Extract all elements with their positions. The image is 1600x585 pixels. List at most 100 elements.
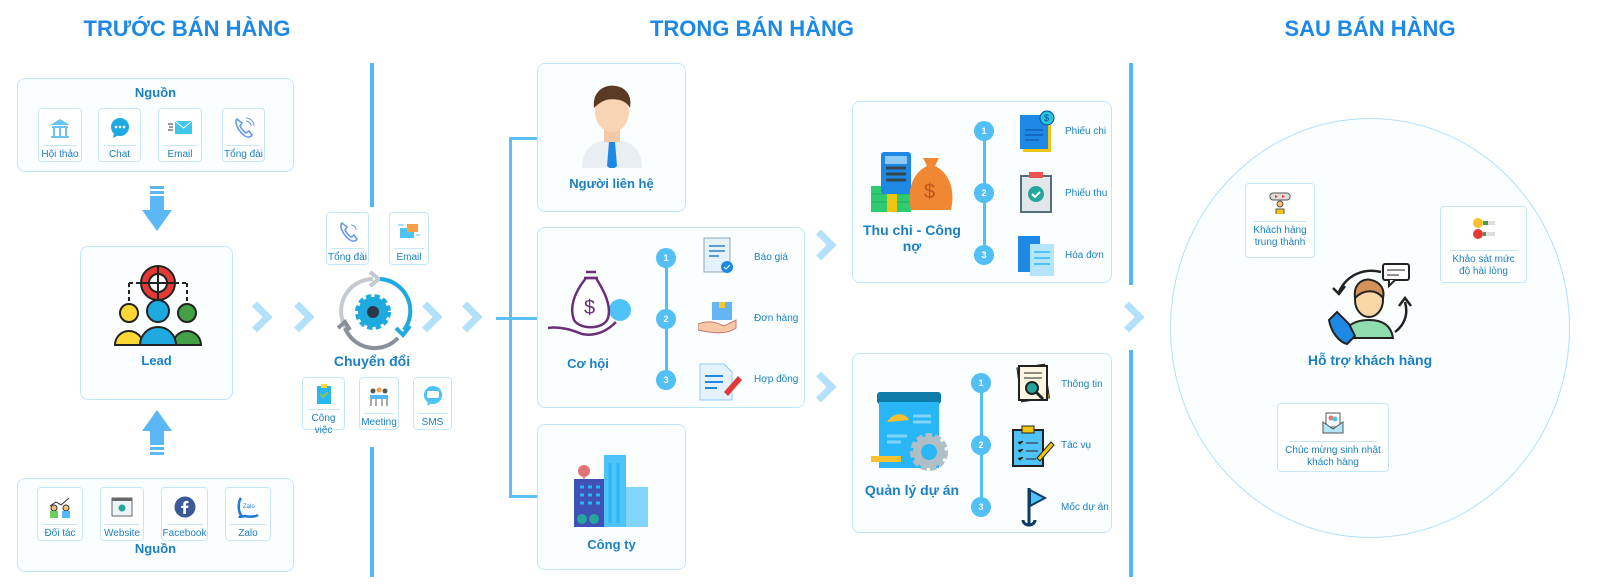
source-email[interactable]: Email bbox=[158, 108, 202, 162]
chevron-right-icon bbox=[451, 301, 483, 333]
lead-box[interactable]: Lead bbox=[80, 246, 233, 400]
chevron-right-icon bbox=[411, 301, 443, 333]
chevron-right-icon bbox=[1113, 301, 1145, 333]
source-partner[interactable]: Đối tác bbox=[37, 487, 83, 541]
arrow-up-icon bbox=[142, 410, 172, 455]
sms-icon bbox=[422, 383, 444, 409]
finance-label: Thu chi - Công nợ bbox=[863, 222, 961, 254]
email-icon bbox=[167, 114, 193, 141]
zalo-icon: Zalo bbox=[237, 493, 259, 520]
birthday-envelope-icon bbox=[1321, 409, 1345, 437]
loyal-customer-card[interactable]: Khách hàng trung thành bbox=[1245, 183, 1315, 258]
connector bbox=[509, 317, 537, 320]
svg-text:$: $ bbox=[1044, 113, 1049, 123]
target-audience-icon bbox=[114, 265, 202, 346]
chevron-right-icon bbox=[283, 301, 315, 333]
source-title: Nguồn bbox=[134, 541, 177, 556]
section-title-before: TRƯỚC BÁN HÀNG bbox=[83, 16, 291, 41]
divider bbox=[370, 447, 374, 577]
conversion-label: Chuyển đổi bbox=[333, 353, 411, 369]
contact-box[interactable]: Người liên hệ bbox=[537, 63, 686, 212]
conversion-meeting[interactable]: Meeting bbox=[359, 377, 399, 430]
conversion-sms[interactable]: SMS bbox=[413, 377, 452, 430]
step-number: 3 bbox=[974, 245, 994, 265]
invoice-icon bbox=[1018, 236, 1054, 276]
partner-icon bbox=[48, 493, 72, 520]
step-label: Phiếu chi bbox=[1065, 126, 1107, 137]
conversion-cycle-icon bbox=[336, 270, 413, 351]
step-number: 1 bbox=[971, 373, 991, 393]
company-label: Công ty bbox=[587, 537, 636, 552]
step-label: Mốc dự án bbox=[1061, 502, 1109, 513]
source-title: Nguồn bbox=[134, 85, 177, 100]
connector bbox=[509, 137, 537, 140]
step-label: Tác vụ bbox=[1061, 440, 1092, 451]
conversion-email[interactable]: Email bbox=[389, 212, 429, 265]
conversion-task[interactable]: Công việc bbox=[302, 377, 345, 436]
step-number: 3 bbox=[656, 370, 676, 390]
satisfaction-survey-icon bbox=[1471, 212, 1497, 246]
step-number: 1 bbox=[656, 248, 676, 268]
contract-icon bbox=[699, 363, 742, 401]
divider bbox=[370, 63, 374, 207]
milestone-flag-icon bbox=[1021, 488, 1048, 527]
finance-box[interactable]: $ Thu chi - Công nợ 1 2 3 $ Phiếu chi Ph… bbox=[852, 101, 1112, 283]
connector bbox=[496, 317, 510, 320]
connector bbox=[509, 495, 537, 498]
source-website[interactable]: Website bbox=[100, 487, 144, 541]
calculator-money-icon: $ bbox=[871, 152, 953, 212]
project-box[interactable]: Quản lý dự án 1 2 3 Thông tin Tác vụ Mốc… bbox=[852, 353, 1112, 533]
building-icon bbox=[48, 114, 72, 141]
step-label: Hợp đồng bbox=[754, 374, 799, 385]
step-label: Đơn hàng bbox=[754, 313, 799, 324]
divider bbox=[1129, 350, 1133, 577]
task-clipboard-icon bbox=[1012, 425, 1055, 467]
contact-person-icon bbox=[582, 85, 642, 168]
step-label: Phiếu thu bbox=[1065, 188, 1108, 199]
source-facebook[interactable]: Facebook bbox=[161, 487, 208, 541]
step-number: 3 bbox=[971, 497, 991, 517]
step-number: 2 bbox=[974, 183, 994, 203]
step-number: 2 bbox=[656, 309, 676, 329]
step-label: Báo giá bbox=[754, 252, 788, 263]
information-icon bbox=[1016, 363, 1050, 403]
svg-text:$: $ bbox=[584, 297, 595, 319]
clipboard-icon bbox=[316, 383, 332, 405]
phone-icon bbox=[337, 218, 359, 244]
receipt-icon bbox=[1020, 172, 1052, 213]
order-icon bbox=[698, 302, 737, 334]
payment-voucher-icon: $ bbox=[1020, 110, 1055, 152]
step-number: 1 bbox=[974, 121, 994, 141]
source-seminar[interactable]: Hội thảo bbox=[38, 108, 82, 162]
company-box[interactable]: Công ty bbox=[537, 424, 686, 570]
section-title-after: SAU BÁN HÀNG bbox=[1284, 16, 1456, 41]
lead-label: Lead bbox=[141, 353, 172, 368]
facebook-icon bbox=[174, 493, 196, 520]
chevron-right-icon bbox=[805, 229, 837, 261]
step-label: Thông tin bbox=[1061, 379, 1103, 390]
meeting-icon bbox=[368, 383, 390, 409]
divider bbox=[1129, 63, 1133, 285]
website-icon bbox=[111, 493, 133, 520]
loyal-customer-icon bbox=[1268, 189, 1292, 217]
company-building-icon bbox=[574, 455, 648, 527]
arrow-down-icon bbox=[142, 186, 172, 231]
conversion-hotline[interactable]: Tổng đài bbox=[326, 212, 369, 265]
project-management-icon bbox=[871, 392, 948, 471]
opportunity-label: Cơ hội bbox=[567, 356, 609, 371]
step-label: Hóa đơn bbox=[1065, 250, 1104, 261]
source-hotline[interactable]: Tổng đài bbox=[222, 108, 265, 162]
birthday-card[interactable]: Chúc mừng sinh nhật khách hàng bbox=[1277, 403, 1389, 472]
money-bag-hand-icon: $ bbox=[547, 270, 631, 336]
opportunity-box[interactable]: $ Cơ hội 1 2 3 Báo giá Đơn hàng Hợp đồng bbox=[537, 227, 805, 408]
phone-icon bbox=[232, 114, 256, 141]
project-label: Quản lý dự án bbox=[864, 482, 960, 498]
source-chat[interactable]: Chat bbox=[98, 108, 141, 162]
svg-text:$: $ bbox=[924, 181, 935, 203]
contact-label: Người liên hệ bbox=[569, 176, 654, 191]
satisfaction-survey-card[interactable]: Khảo sát mức độ hài lòng bbox=[1440, 206, 1527, 283]
section-title-during: TRONG BÁN HÀNG bbox=[649, 16, 855, 41]
quote-icon bbox=[703, 237, 733, 273]
chevron-right-icon bbox=[241, 301, 273, 333]
